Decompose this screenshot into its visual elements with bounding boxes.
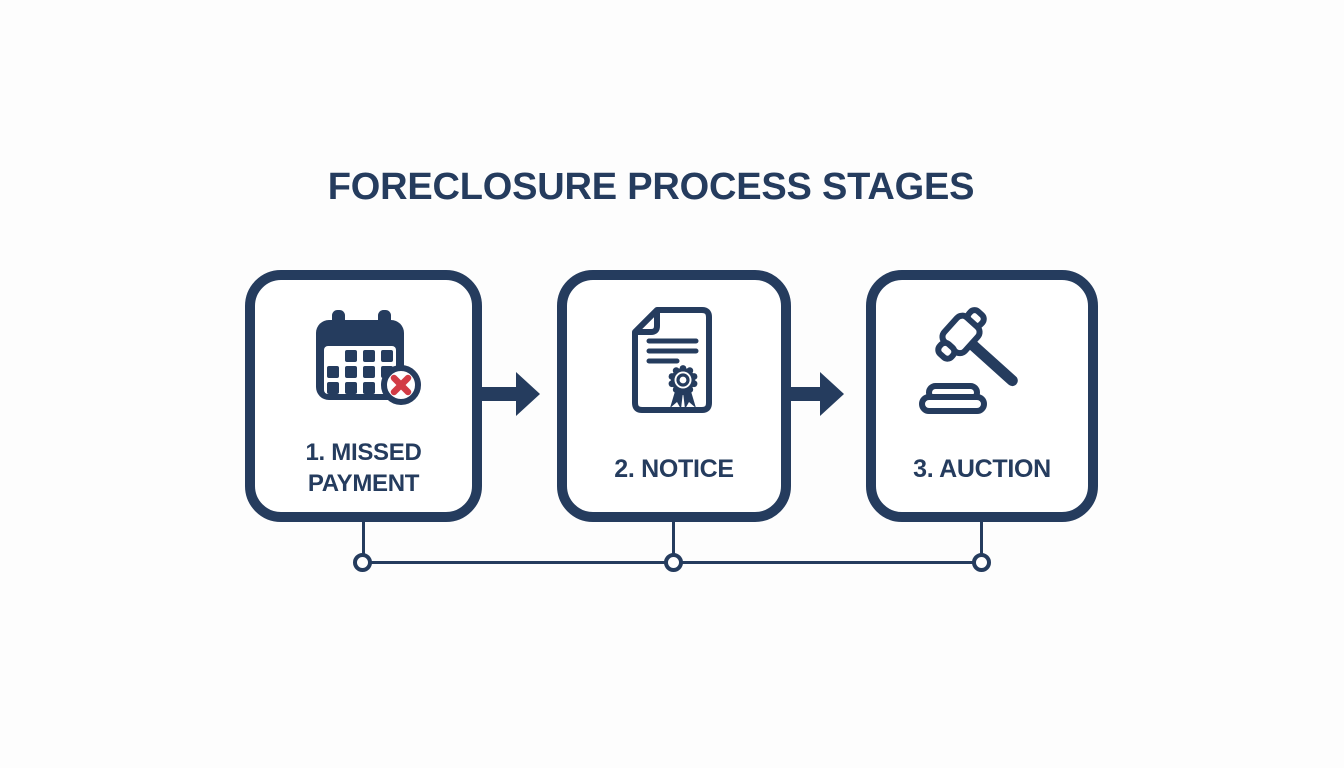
stage-label-line1: 1. MISSED bbox=[305, 439, 422, 466]
arrow-right-icon bbox=[478, 372, 540, 416]
stage-label-notice: 2. NOTICE bbox=[614, 455, 734, 483]
notice-document-seal-icon bbox=[632, 307, 712, 413]
timeline-node bbox=[664, 553, 683, 572]
auction-gavel-icon bbox=[919, 307, 1018, 414]
calendar-with-x-icon bbox=[316, 310, 421, 405]
page-title: FORECLOSURE PROCESS STAGES bbox=[327, 166, 975, 208]
missed-x-badge-icon bbox=[381, 365, 421, 405]
seal-ribbon-icon bbox=[668, 365, 698, 409]
timeline-stem bbox=[362, 520, 365, 555]
stage-label-line2: PAYMENT bbox=[307, 470, 420, 497]
stage-label-auction: 3. AUCTION bbox=[913, 455, 1051, 483]
timeline-stem bbox=[672, 520, 675, 555]
timeline-node bbox=[972, 553, 991, 572]
stage-label-missed-payment: 1. MISSED PAYMENT bbox=[245, 437, 482, 499]
gavel-sound-block bbox=[919, 383, 987, 414]
timeline-stem bbox=[980, 520, 983, 555]
arrow-right-icon bbox=[782, 372, 844, 416]
timeline-node bbox=[353, 553, 372, 572]
stage-box-missed-payment bbox=[245, 270, 482, 522]
document-text-lines bbox=[646, 338, 699, 364]
